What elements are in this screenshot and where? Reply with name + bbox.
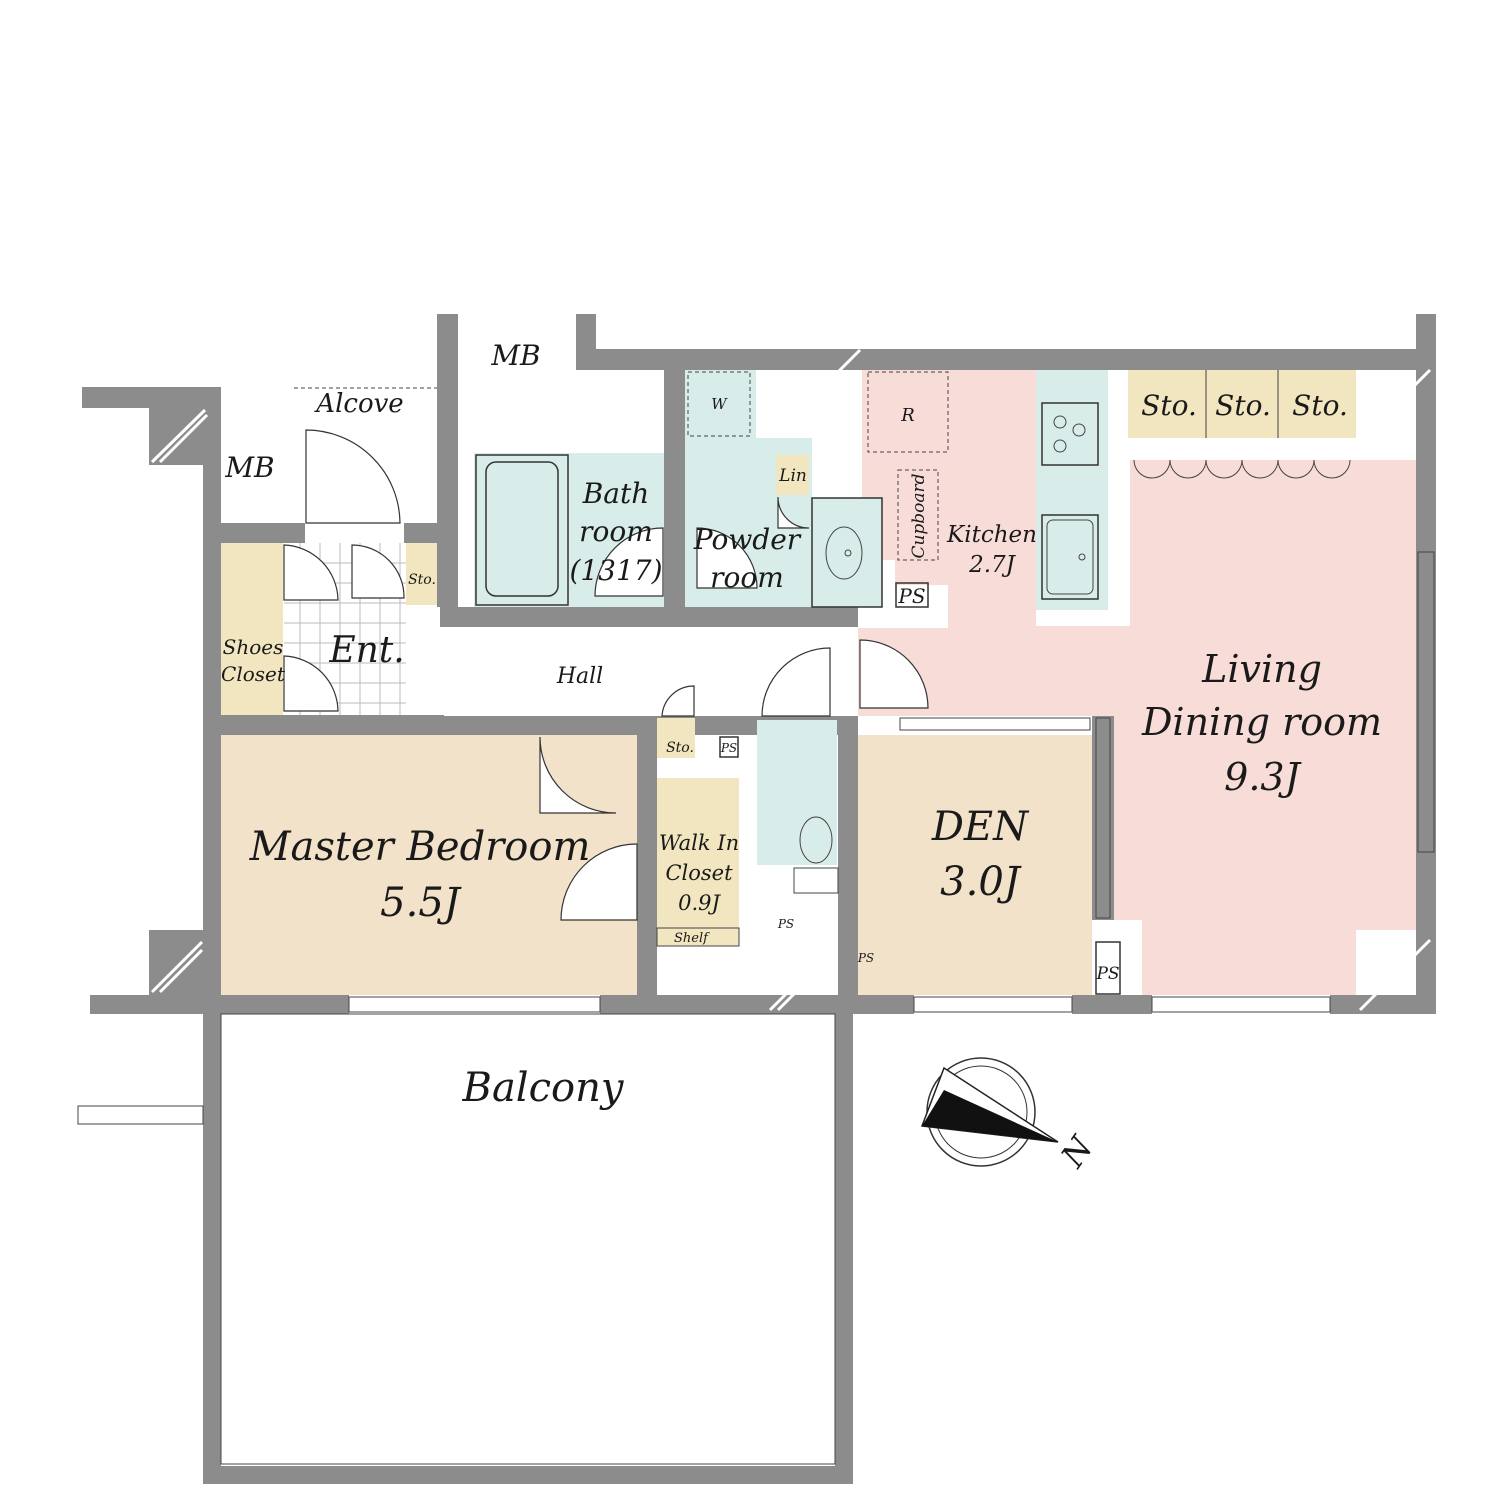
balcony-label: Balcony [462,1065,625,1111]
wic-size: 0.9J [678,891,721,915]
den-label: DEN [931,804,1030,850]
living-sto-1-label: Sto. [1141,389,1197,422]
labels: MB Alcove MB W R Sto. Sto. Sto. Bath roo… [221,339,1382,1111]
living-dining-floor [858,370,1416,995]
powder-label-line2: room [710,561,784,594]
alcove-label: Alcove [314,389,403,419]
den-ps-label: PS [1095,964,1119,984]
entrance-label: Ent. [328,630,404,671]
room-floors-top [221,453,837,946]
compass-north-label: N [1053,1129,1101,1175]
windows [348,551,1435,1013]
wall-hatches [150,348,1432,1012]
bath-label-line2: room [579,515,653,548]
bath-label-line3: (1317) [569,554,662,587]
washer-label: W [711,395,728,413]
master-bedroom-size: 5.5J [380,880,462,926]
den-floor [858,735,1092,995]
bath-label-line1: Bath [582,477,650,510]
kitchen-ps-label: PS [897,584,925,608]
shelf-label: Shelf [674,931,710,946]
hall-label: Hall [556,664,603,689]
linen-floor [776,455,809,495]
hall-ps-label: PS [720,741,737,755]
kitchen-label: Kitchen [946,522,1037,548]
living-label-line2: Dining room [1141,700,1382,744]
cupboard-label: Cupboard [909,473,929,558]
compass: N [920,1057,1101,1175]
compass-needle-dark-icon [922,1090,1058,1142]
wic-label-line2: Closet [665,861,733,885]
master-bedroom-label: Master Bedroom [249,824,591,870]
entrance-sto-label: Sto. [408,572,436,588]
kitchen-size: 2.7J [968,552,1017,578]
wic-label-line1: Walk In [659,831,739,855]
mb-left-label: MB [224,451,274,484]
shoes-closet-label-line2: Closet [221,662,286,686]
doors [283,429,929,921]
hall-sto-label: Sto. [666,740,694,756]
powder-label-line1: Powder [693,523,802,556]
living-sto-2-label: Sto. [1215,389,1271,422]
fixtures [77,370,1435,1465]
mb-top-label: MB [490,339,540,372]
small-ps-1-label: PS [777,917,794,931]
living-label-line1: Living [1201,647,1322,691]
living-size: 9.3J [1224,755,1301,799]
master-bedroom-floor [221,735,637,995]
fridge-label: R [900,405,915,426]
small-ps-2-label: PS [857,951,874,965]
den-size: 3.0J [940,859,1022,905]
living-sto-floor [1128,370,1356,438]
living-sto-3-label: Sto. [1292,389,1348,422]
shoes-closet-label-line1: Shoes [223,635,284,659]
ps-boxes [719,582,1121,995]
kitchen-counter-floor [1036,370,1108,610]
linen-label: Lin [778,466,807,486]
